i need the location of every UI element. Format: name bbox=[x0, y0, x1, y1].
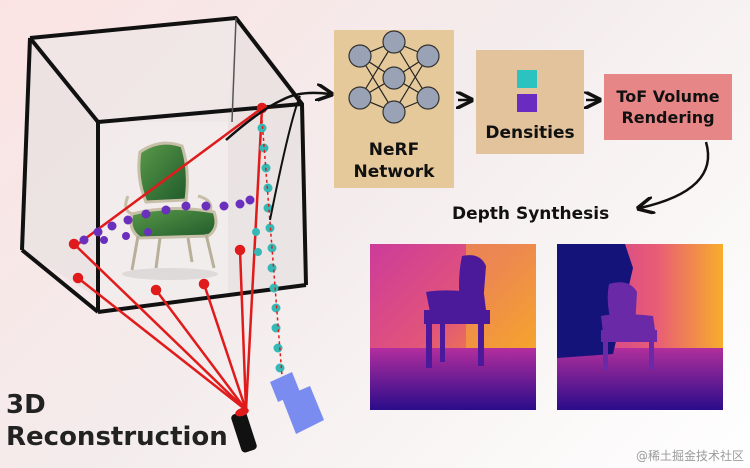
nerf-network-label: NeRF Network bbox=[353, 140, 435, 182]
reconstruction-label-line2: Reconstruction bbox=[6, 422, 228, 452]
density-teal-swatch bbox=[517, 70, 537, 88]
watermark: @稀土掘金技术社区 bbox=[635, 449, 744, 463]
arrow-to-nerf bbox=[225, 93, 330, 141]
tof-sensor-icon bbox=[231, 407, 257, 453]
depth-map-1 bbox=[370, 244, 536, 410]
tof-rendering-box bbox=[604, 74, 732, 140]
camera-icon bbox=[270, 372, 324, 434]
depth-map-2 bbox=[557, 244, 723, 410]
reconstruction-label-line1: 3D bbox=[6, 390, 46, 420]
arrow-to-depth-synthesis bbox=[640, 141, 710, 208]
densities-label: Densities bbox=[485, 123, 575, 143]
ray-samples-purple bbox=[79, 195, 255, 245]
tof-rays bbox=[68, 102, 268, 411]
neural-net-icon bbox=[348, 30, 440, 124]
depth-synthesis-title: Depth Synthesis bbox=[452, 204, 610, 224]
density-purple-swatch bbox=[517, 94, 537, 112]
tof-rendering-label: ToF Volume Rendering bbox=[616, 87, 720, 127]
